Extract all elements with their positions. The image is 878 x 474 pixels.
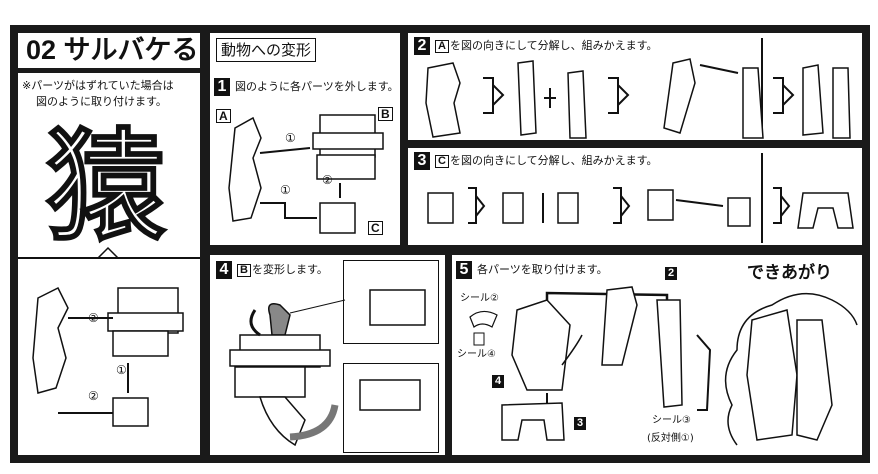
part-tag-4: 4 (492, 375, 504, 388)
seal-3-label: シール③ (652, 415, 691, 426)
step-1-number: 1 (214, 78, 230, 96)
step-4-number: 4 (216, 261, 232, 279)
step-5-number: 5 (456, 261, 472, 279)
step-2-number: 2 (414, 37, 430, 55)
part-tag-2: 2 (665, 267, 677, 280)
step-1-marker-1a: ① (285, 131, 296, 145)
page-title: 02 サルバケる (26, 35, 199, 65)
step-5-text: 各パーツを取り付けます。 (477, 263, 608, 276)
seal-2-label: シール② (460, 293, 499, 304)
part-label-c: C (368, 221, 383, 235)
step-2-text: を図の向きにして分解し、組みかえます。 (449, 39, 658, 52)
reattach-note-panel: ※パーツがはずれていた場合は 図のように取り付けます。 猿 ② ① ② (18, 73, 200, 455)
step-3-text: を図の向きにして分解し、組みかえます。 (449, 154, 658, 167)
step-1-marker-2: ② (322, 173, 333, 187)
caret-mark (97, 246, 119, 259)
marker-2-bottom: ② (88, 389, 99, 403)
reassembly-illustration (32, 286, 184, 427)
step-3-illustration (427, 187, 854, 229)
step-2-divider (761, 38, 763, 138)
finished-label: できあがり (747, 263, 832, 283)
step-1-text: 図のように各パーツを外します。 (235, 80, 399, 93)
step-4-text: を変形します。 (251, 263, 328, 276)
step-5-panel: 5 各パーツを取り付けます。 2 4 3 シール② シール④ シール③ (反対側①… (452, 255, 862, 455)
divider-line (18, 257, 200, 259)
section-heading: 動物への変形 (216, 38, 317, 62)
step-2-part-label: A (435, 39, 449, 53)
note-line-1: ※パーツがはずれていた場合は (22, 79, 174, 92)
step-1-instruction: 1 図のように各パーツを外します。 (214, 78, 399, 96)
step-4-part-label: B (237, 263, 251, 277)
step-1-panel: 動物への変形 1 図のように各パーツを外します。 A B C ① ① ② (210, 33, 400, 245)
step-4-illustration (229, 289, 426, 447)
step-3-divider (761, 153, 763, 243)
step-5-illustration (469, 286, 858, 446)
monkey-kanji-graphic: 猿 (45, 118, 167, 257)
note-line-2: 図のように取り付けます。 (36, 95, 167, 108)
part-label-a: A (216, 109, 231, 123)
seal-3-opposite-side-label: (反対側①) (647, 433, 694, 444)
marker-1: ① (116, 363, 127, 377)
part-tag-3: 3 (574, 417, 586, 430)
marker-2-top: ② (88, 311, 99, 325)
title-box: 02 サルバケる (18, 33, 200, 68)
step-2-illustration (425, 58, 851, 139)
disassembly-illustration (228, 114, 384, 234)
step-1-marker-1b: ① (280, 183, 291, 197)
detail-inset-top (343, 260, 439, 344)
step-3-number: 3 (414, 152, 430, 170)
detail-inset-bottom (343, 363, 439, 453)
part-label-b: B (378, 107, 393, 121)
step-3-part-label: C (435, 154, 449, 168)
step-5-instruction: 5 各パーツを取り付けます。 (456, 261, 608, 279)
seal-4-label: シール④ (457, 349, 496, 360)
